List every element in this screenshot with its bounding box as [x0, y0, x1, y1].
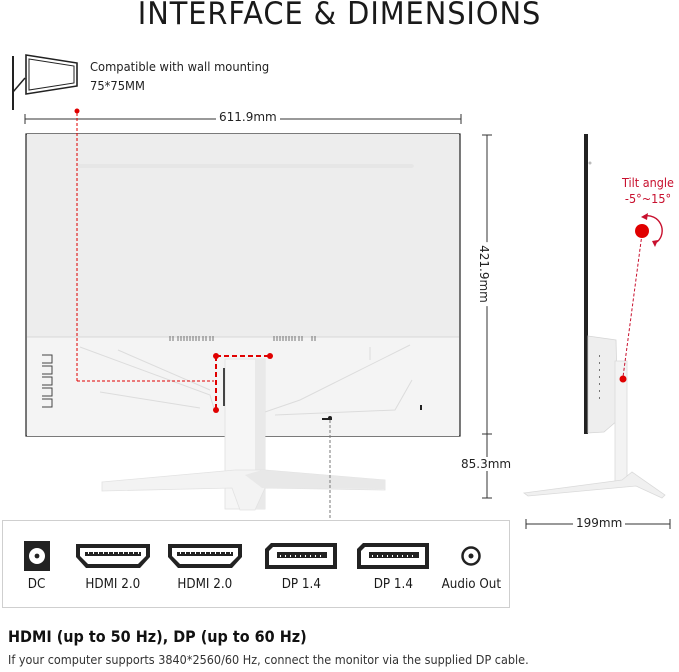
port-label: HDMI 2.0	[85, 577, 141, 592]
wall-mount-note: Compatible with wall mounting 75*75MM	[90, 57, 269, 95]
displayport-port-icon	[357, 543, 429, 569]
tilt-angle-label: Tilt angle	[621, 175, 674, 190]
tilt-angle-note: Tilt angle -5°~15°	[616, 175, 679, 207]
hdmi-port-icon	[168, 544, 242, 568]
port-label: DC	[28, 577, 46, 592]
stand-height-dimension-label: 85.3mm	[458, 457, 515, 471]
port-dp-1: DP 1.4	[261, 521, 341, 609]
port-label: Audio Out	[441, 577, 501, 592]
wall-mount-monitor-icon	[12, 54, 78, 110]
port-dp-2: DP 1.4	[353, 521, 433, 609]
ports-panel: DC HDMI 2.0 HDMI 2.0	[2, 520, 510, 608]
tilt-angle-range: -5°~15°	[624, 191, 672, 206]
port-dc: DC	[15, 521, 59, 609]
port-hdmi-2: HDMI 2.0	[163, 521, 247, 609]
width-dimension-label: 611.9mm	[216, 110, 280, 124]
dc-power-port-icon	[24, 541, 50, 571]
port-label: DP 1.4	[281, 577, 321, 592]
wall-mount-line1: Compatible with wall mounting	[90, 59, 270, 74]
port-label: HDMI 2.0	[177, 577, 233, 592]
depth-dimension-label: 199mm	[573, 516, 626, 530]
hdmi-port-icon	[76, 544, 150, 568]
wall-mount-line2: 75*75MM	[90, 78, 145, 93]
height-dimension-label: 421.9mm	[476, 242, 491, 306]
monitor-diagram	[24, 108, 671, 529]
refresh-rate-heading: HDMI (up to 50 Hz), DP (up to 60 Hz)	[8, 627, 307, 646]
page-title: INTERFACE & DIMENSIONS	[137, 0, 542, 32]
port-hdmi-1: HDMI 2.0	[71, 521, 155, 609]
refresh-rate-note: If your computer supports 3840*2560/60 H…	[8, 652, 529, 667]
audio-out-port-icon	[461, 546, 481, 566]
port-audio-out: Audio Out	[435, 521, 507, 609]
displayport-port-icon	[265, 543, 337, 569]
port-label: DP 1.4	[373, 577, 413, 592]
